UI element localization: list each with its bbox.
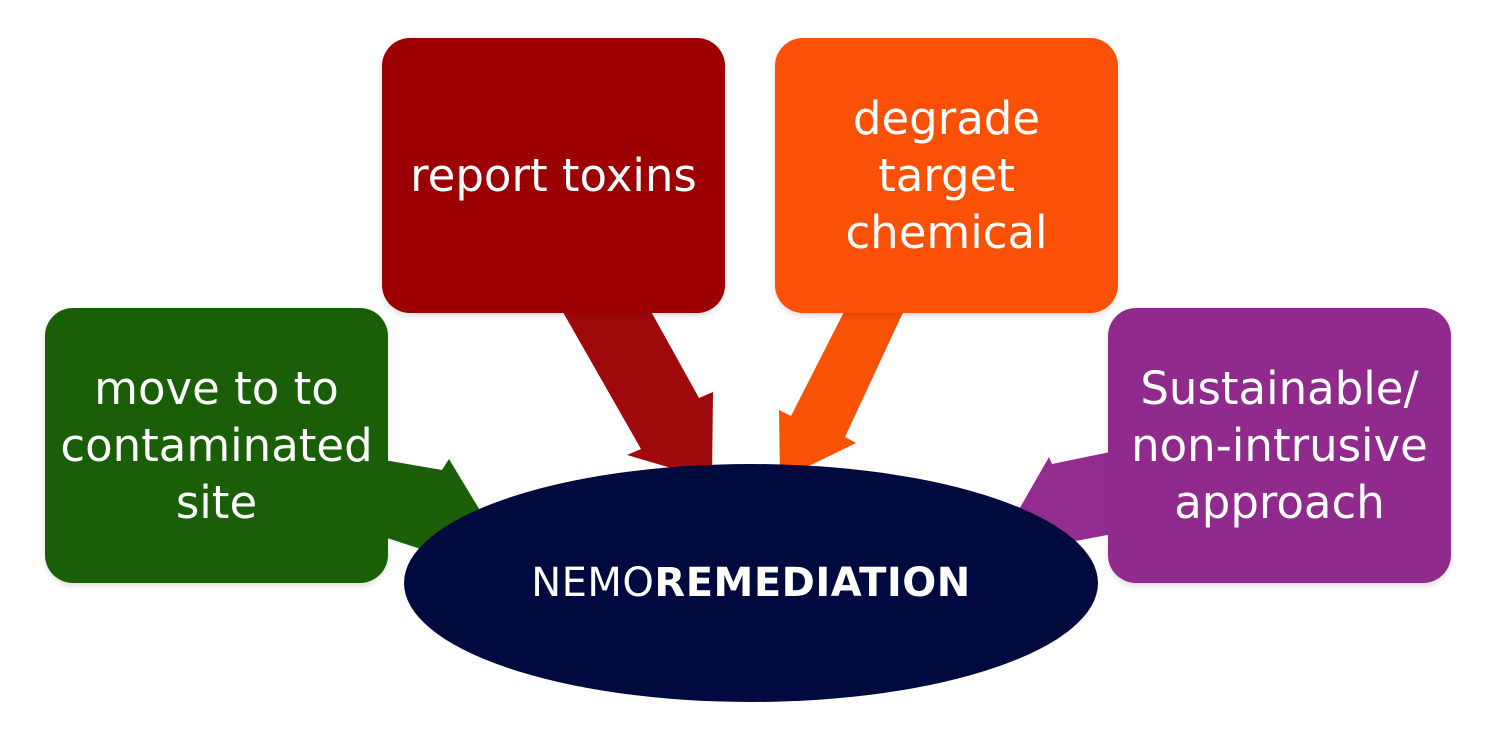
center-label-emphasis: REMEDIATION xyxy=(654,560,971,606)
center-label: NEMOREMEDIATION xyxy=(531,560,971,606)
node-degrade-line-3: chemical xyxy=(845,206,1048,259)
node-sustain-line-2: non-intrusive xyxy=(1131,419,1428,472)
node-sustain-line-1: Sustainable/ xyxy=(1140,362,1419,415)
node-move-to-contaminated-site: move to to contaminated site xyxy=(45,308,388,583)
node-report-label: report toxins xyxy=(410,147,697,204)
node-degrade-line-1: degrade xyxy=(852,92,1041,145)
node-report-line-1: report toxins xyxy=(410,149,697,202)
node-degrade-line-2: target xyxy=(878,149,1015,202)
node-move-line-1: move to to xyxy=(94,362,339,415)
center-label-prefix: NEMO xyxy=(531,560,655,606)
node-sustain-label: Sustainable/ non-intrusive approach xyxy=(1131,360,1428,531)
node-move-label: move to to contaminated site xyxy=(60,360,372,531)
arrow-report-to-center xyxy=(560,306,713,480)
node-degrade-target-chemical: degrade target chemical xyxy=(775,38,1118,313)
node-move-line-2: contaminated xyxy=(60,419,373,472)
node-report-toxins: report toxins xyxy=(382,38,725,313)
node-sustainable-approach: Sustainable/ non-intrusive approach xyxy=(1108,308,1451,583)
center-node-nemoremediation: NEMOREMEDIATION xyxy=(404,464,1098,702)
node-degrade-label: degrade target chemical xyxy=(845,90,1047,261)
arrow-degrade-to-center xyxy=(779,306,906,480)
node-move-line-3: site xyxy=(175,476,258,529)
node-sustain-line-3: approach xyxy=(1174,476,1385,529)
